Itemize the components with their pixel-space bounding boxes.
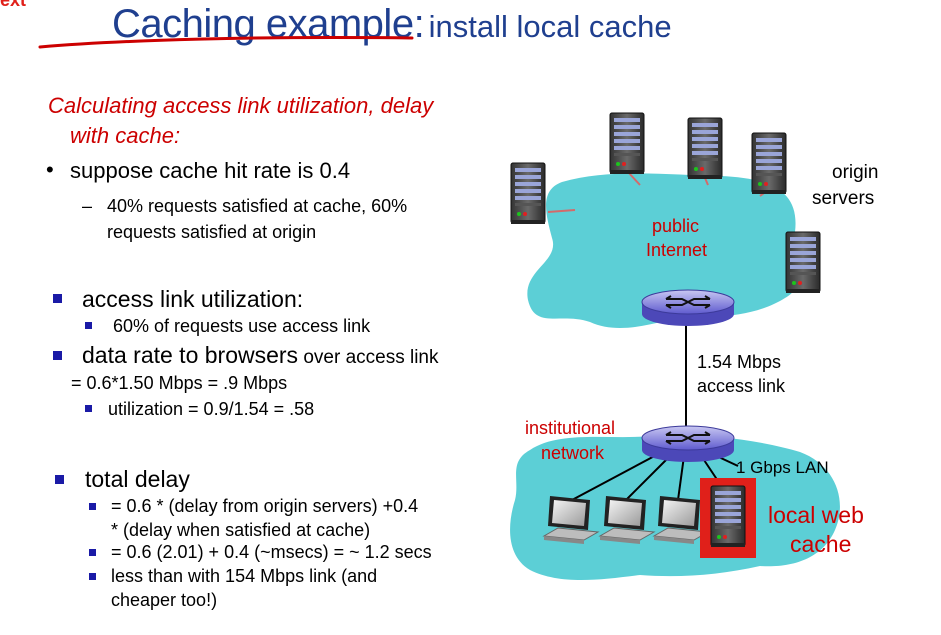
square-bullet-icon — [85, 405, 92, 412]
square-bullet-icon — [89, 573, 96, 580]
internet-router-icon — [641, 289, 735, 327]
heading-line-1: Calculating access link utilization, del… — [48, 93, 434, 118]
institutional-network-label-1: institutional — [525, 418, 616, 438]
corner-fragment-text: ext — [0, 0, 27, 10]
square-bullet-icon — [55, 475, 64, 484]
bullet-dot: • — [46, 157, 54, 182]
dash-marker: – — [82, 196, 93, 216]
institutional-network-label-2: network — [541, 443, 605, 463]
square-bullet-icon — [85, 322, 92, 329]
square-bullet-icon — [53, 294, 62, 303]
access-link-label-1: 1.54 Mbps — [697, 352, 782, 372]
delay-formula-line-1: = 0.6 * (delay from origin servers) +0.4 — [111, 496, 419, 516]
origin-servers-label-2: servers — [812, 188, 875, 209]
data-rate-formula: = 0.6*1.50 Mbps = .9 Mbps — [71, 373, 288, 393]
local-cache-label-1: local web — [768, 502, 864, 528]
square-bullet-icon — [89, 549, 96, 556]
local-cache-label-2: cache — [790, 531, 852, 557]
delay-formula-line-2: * (delay when satisfied at cache) — [111, 520, 371, 540]
title-sub: install local cache — [428, 9, 672, 44]
comparison-line-1: less than with 154 Mbps link (and — [111, 566, 378, 586]
bullet-total-delay: total delay — [85, 466, 190, 492]
sub-bullet-utilization: utilization = 0.9/1.54 = .58 — [108, 399, 315, 419]
sub-bullet-requests: 60% of requests use access link — [113, 316, 371, 336]
bullet-access-link-utilization: access link utilization: — [82, 286, 304, 312]
origin-server-icon — [510, 162, 546, 225]
origin-servers-label-1: origin — [832, 162, 879, 183]
public-internet-label-1: public — [652, 216, 700, 236]
institutional-router-icon — [641, 425, 735, 463]
public-internet-label-2: Internet — [646, 240, 708, 260]
lan-label: 1 Gbps LAN — [736, 458, 829, 477]
public-internet-cloud — [527, 173, 798, 328]
comparison-line-2: cheaper too!) — [111, 590, 218, 610]
bullet-data-rate: data rate to browsers over access link — [82, 342, 439, 369]
sub-bullet-line-2: requests satisfied at origin — [107, 222, 317, 242]
origin-server-icon — [751, 132, 787, 195]
heading-line-2: with cache: — [70, 123, 181, 148]
access-link-label-2: access link — [697, 376, 786, 396]
data-rate-main: data rate to browsers — [82, 342, 299, 368]
sub-bullet-line-1: 40% requests satisfied at cache, 60% — [107, 196, 408, 216]
delay-result: = 0.6 (2.01) + 0.4 (~msecs) = ~ 1.2 secs — [111, 542, 432, 562]
origin-server-icon — [785, 231, 821, 294]
origin-server-icon — [609, 112, 645, 175]
local-cache-server-icon — [710, 485, 746, 548]
square-bullet-icon — [89, 503, 96, 510]
bullet-hit-rate: suppose cache hit rate is 0.4 — [70, 158, 351, 183]
square-bullet-icon — [53, 351, 62, 360]
data-rate-rest: over access link — [298, 347, 439, 368]
origin-server-icon — [687, 117, 723, 180]
